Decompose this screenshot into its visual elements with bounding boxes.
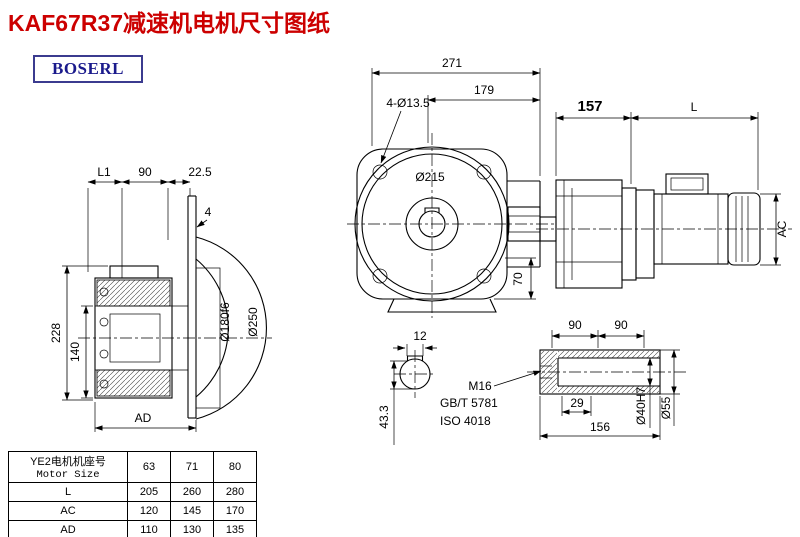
dim-271: 271 [442,56,462,70]
label-gbt-5781: GB/T 5781 [440,396,498,410]
mounting-foot [387,298,497,313]
spigot [195,267,221,409]
flange-arc-outer [195,236,267,420]
bolt-hole [372,268,388,284]
bolt-hole [476,164,492,180]
L-63: 205 [127,482,171,502]
L-71: 260 [170,482,214,502]
dim-228: 228 [49,323,63,343]
dim-12: 12 [413,329,427,343]
output-side-view [78,195,272,420]
dim-250: Ø250 [246,307,260,337]
hatched-section [96,369,171,397]
keyway-notch [406,355,424,361]
hatched-section [96,279,171,307]
dim-M16: M16 [468,379,492,393]
dim-90a: 90 [568,318,582,332]
page-title: KAF67R37减速机电机尺寸图纸 [8,10,331,36]
dim-90-left: 90 [138,165,152,179]
motor-view-dimensions: 157 L AC [555,98,789,266]
label-iso-4018: ISO 4018 [440,414,491,428]
hatched-section [558,386,659,393]
dim-70: 70 [511,272,525,286]
dim-AD: AD [135,411,152,425]
dim-4: 4 [205,205,212,219]
flange-arc-inner [195,258,229,398]
size-col-71: 71 [170,451,214,483]
hatched-section [541,351,557,393]
dim-179: 179 [474,83,494,97]
header-cn: YE2电机机座号 [30,456,106,468]
dim-157: 157 [577,98,602,115]
brand-logo: BOSERL [33,55,143,83]
row-label-AC: AC [8,501,128,521]
header-en: Motor Size [36,469,100,481]
dim-22-5: 22.5 [188,165,212,179]
AD-80: 135 [213,520,257,537]
shaft-key-section: 12 43.3 [377,329,437,445]
fan-cover [727,192,761,266]
AC-80: 170 [213,501,257,521]
AC-71: 145 [170,501,214,521]
motor-side-view [536,173,792,289]
row-label-L: L [8,482,128,502]
table-header-row: YE2电机机座号 Motor Size 63 71 80 [8,451,257,483]
dim-bolt-holes: 4-Ø13.5 [386,96,430,110]
motor-size-table: YE2电机机座号 Motor Size 63 71 80 L 205 260 2… [8,451,257,537]
dim-90b: 90 [614,318,628,332]
table-row-L: L 205 260 280 [8,482,257,502]
front-view [347,133,556,318]
dim-29: 29 [570,396,584,410]
dim-L1: L1 [97,165,111,179]
dim-flange-dia: Ø215 [415,170,445,184]
output-view-dimensions: L1 90 22.5 4 228 140 AD Ø180f6 Ø250 [49,165,260,432]
AD-71: 130 [170,520,214,537]
motor-size-header-cell: YE2电机机座号 Motor Size [8,451,128,483]
keyway [424,207,440,213]
bolt-hole [476,268,492,284]
dim-156: 156 [590,420,610,434]
table-row-AC: AC 120 145 170 [8,501,257,521]
AC-63: 120 [127,501,171,521]
dim-L: L [691,100,698,114]
AD-63: 110 [127,520,171,537]
brand-logo-text: BOSERL [52,59,124,78]
hatched-section [558,351,659,358]
terminal-box [665,173,709,195]
front-view-dimensions: 271 179 4-Ø13.5 Ø215 70 [371,56,541,300]
L-80: 280 [213,482,257,502]
size-col-80: 80 [213,451,257,483]
dim-180f6: Ø180f6 [218,302,232,342]
dim-140: 140 [68,342,82,362]
table-row-AD: AD 110 130 135 [8,520,257,537]
dim-AC: AC [775,220,789,237]
bolt-hole [372,164,388,180]
row-label-AD: AD [8,520,128,537]
size-col-63: 63 [127,451,171,483]
dim-43-3: 43.3 [377,405,391,429]
dim-40H7: Ø40H7 [634,387,648,425]
output-shaft-detail: 90 90 M16 GB/T 5781 ISO 4018 29 156 Ø40H… [440,318,688,440]
motor-flange [635,189,655,279]
dim-55: Ø55 [659,396,673,419]
